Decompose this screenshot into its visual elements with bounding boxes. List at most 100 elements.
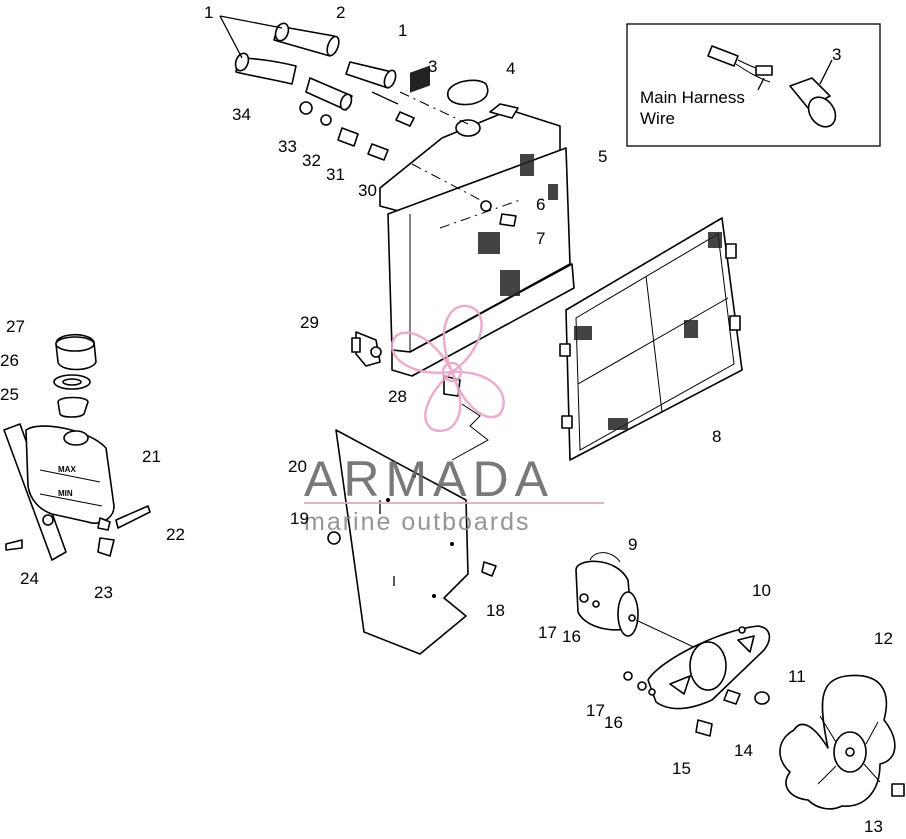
reservoir-neck	[63, 430, 89, 446]
inset-frame	[626, 23, 881, 147]
fittings	[299, 91, 415, 161]
hose-22	[115, 505, 151, 529]
logo-blade-top	[442, 304, 483, 374]
callout-6: 6	[536, 195, 545, 214]
tank-min-label: MIN	[58, 489, 73, 498]
watermark: ARMADA marine outboards	[304, 304, 604, 536]
callout-12: 12	[874, 629, 893, 648]
inset-label-line2: Wire	[640, 109, 675, 128]
callout-27: 27	[6, 317, 25, 336]
nut-13	[891, 783, 905, 797]
shroud-frame	[565, 217, 743, 461]
callout-15: 15	[672, 759, 691, 778]
fitting-30	[367, 143, 389, 161]
callout-10: 10	[752, 581, 771, 600]
fitting-31	[337, 127, 359, 147]
radiator-neck-tab	[489, 103, 519, 119]
callouts: 1 2 1 3 4 5 6 7 8 9 10 11 12 13 14 15 16…	[0, 3, 893, 836]
callout-11: 11	[788, 667, 806, 686]
callout-2: 2	[336, 3, 345, 22]
logo-blade-right	[450, 370, 505, 419]
mounting-bracket	[335, 429, 469, 655]
inset-label-line1: Main Harness	[640, 88, 745, 107]
watermark-subtitle: marine outboards	[304, 508, 531, 536]
harness-terminal	[755, 65, 773, 76]
centerline-c	[439, 199, 521, 229]
nut-17b	[623, 671, 633, 681]
plug-18	[481, 561, 497, 577]
callout-18: 18	[486, 601, 505, 620]
callout-3: 3	[428, 57, 437, 76]
callout-29: 29	[300, 313, 319, 332]
clamp-33	[299, 101, 313, 115]
callout-25: 25	[0, 385, 19, 404]
adapter-25	[57, 396, 89, 418]
callout-31: 31	[326, 165, 345, 184]
leader-lines	[219, 15, 283, 59]
bolt-7	[499, 213, 517, 227]
watermark-title: ARMADA	[304, 451, 554, 507]
logo-blade-bottom	[424, 370, 462, 433]
callout-26: 26	[0, 351, 19, 370]
callout-8: 8	[712, 427, 721, 446]
callout-33: 33	[278, 137, 297, 156]
clamp-23	[97, 537, 115, 557]
callout-17a: 17	[586, 701, 605, 720]
callout-30: 30	[358, 181, 377, 200]
callout-34: 34	[232, 105, 251, 124]
nut-11	[754, 691, 770, 705]
harness-connector	[707, 45, 739, 67]
callout-13: 13	[864, 817, 883, 834]
sensor-3-small	[395, 111, 415, 127]
callout-16a: 16	[604, 713, 623, 732]
callout-4: 4	[506, 59, 515, 78]
logo-hub	[441, 361, 463, 383]
centerline-b	[411, 163, 489, 205]
callout-19: 19	[290, 509, 309, 528]
callout-3-inset: 3	[832, 45, 841, 64]
temp-sensor-thread	[807, 96, 837, 128]
motor-bracket	[647, 625, 771, 710]
hoses	[234, 22, 397, 111]
bracket-plate	[335, 429, 469, 655]
callout-1a: 1	[204, 3, 213, 22]
washer-16b	[637, 681, 647, 691]
reservoir-tank	[25, 425, 115, 524]
callout-22: 22	[166, 525, 185, 544]
callout-17b: 17	[538, 623, 557, 642]
inset-harness: 3 Main Harness Wire	[626, 23, 881, 147]
callout-20: 20	[288, 457, 307, 476]
callout-1b: 1	[398, 21, 407, 40]
callout-23: 23	[94, 583, 113, 602]
callout-28: 28	[388, 387, 407, 406]
radiator-filler-neck	[455, 119, 481, 137]
drain-valve	[351, 331, 382, 367]
callout-24: 24	[20, 569, 39, 588]
washer-32	[320, 114, 332, 126]
callout-16b: 16	[562, 627, 581, 646]
grommet-19	[327, 531, 341, 545]
washer-6	[480, 200, 492, 212]
coolant-reservoir: MAX MIN	[3, 423, 115, 561]
screw-24	[5, 539, 23, 551]
fan-motor	[575, 552, 639, 637]
callout-9: 9	[628, 535, 637, 554]
propeller-logo	[390, 304, 505, 433]
callout-14: 14	[734, 741, 753, 760]
hose-lower	[235, 57, 297, 85]
screw-15	[695, 719, 713, 737]
callout-21: 21	[142, 447, 161, 466]
callout-5: 5	[598, 147, 607, 166]
radiator-cap	[447, 79, 489, 106]
callout-7: 7	[536, 229, 545, 248]
fan-shroud	[559, 217, 743, 461]
bolt-14	[723, 689, 741, 705]
cooling-fan	[779, 674, 896, 810]
tank-max-label: MAX	[58, 465, 76, 474]
radiator	[379, 65, 575, 377]
leader-shroud	[451, 403, 489, 461]
callout-32: 32	[302, 151, 321, 170]
logo-blade-left	[390, 331, 454, 375]
